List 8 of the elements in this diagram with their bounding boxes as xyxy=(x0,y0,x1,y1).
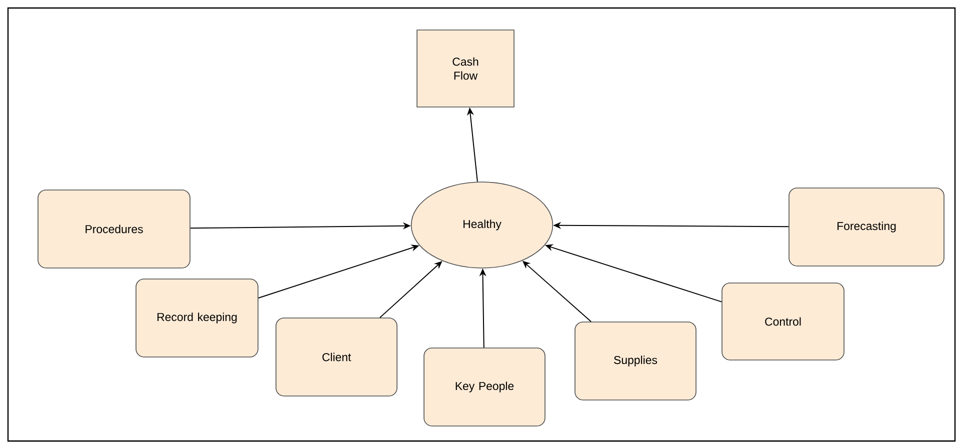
process-box: Key People xyxy=(424,348,546,426)
process-box: Procedures xyxy=(38,190,190,268)
process-box: Record keeping xyxy=(136,278,258,358)
process-box: Supplies xyxy=(574,322,696,400)
process-box: Forecasting xyxy=(788,188,944,266)
process-box: Control xyxy=(722,282,844,360)
process-box: Client xyxy=(276,318,398,396)
process-box: Cash Flow xyxy=(416,30,514,108)
